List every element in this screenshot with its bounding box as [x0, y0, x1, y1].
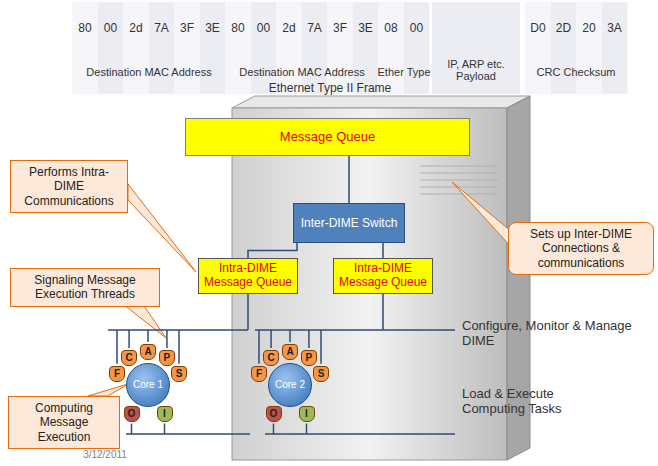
table-shading: [72, 2, 627, 94]
node-text: C: [267, 353, 274, 363]
table-cell: 3F: [333, 21, 347, 35]
node-text: A: [286, 347, 293, 357]
node-text: F: [256, 369, 262, 379]
petal-tab: P: [159, 350, 175, 366]
switch-box: Inter-DIME Switch: [293, 203, 405, 243]
node-text: Signaling Message Execution Threads: [17, 273, 153, 302]
petal-tab: I: [157, 406, 173, 422]
note-label: CRC Checksum: [537, 66, 616, 78]
node-text: Intra-DIME Message Queue: [203, 262, 293, 290]
connector: [382, 243, 384, 258]
callout-box: Computing Message Execution: [8, 396, 120, 449]
node-text: S: [318, 369, 325, 379]
bus-wire: [108, 294, 455, 434]
node-text: C: [125, 353, 132, 363]
table-cell: 3F: [180, 21, 194, 35]
table-cell: 08: [384, 21, 397, 35]
table-cell: 3A: [607, 21, 622, 35]
node-text: O: [128, 409, 136, 419]
node-text: P: [164, 353, 171, 363]
note-label: Ether Type: [378, 66, 431, 78]
table-cell: 2D: [556, 21, 571, 35]
node-text: O: [270, 409, 278, 419]
table-cell: 7A: [154, 21, 169, 35]
callout-box: Signaling Message Execution Threads: [10, 268, 160, 307]
node-text: F: [114, 369, 120, 379]
petal-tab: A: [282, 344, 298, 360]
date-stamp: 3/12/2011: [83, 449, 127, 460]
table-cell: 80: [231, 21, 244, 35]
core-circle: Core 1: [126, 363, 170, 407]
node-text: S: [176, 369, 183, 379]
node-text: Intra-DIME Message Queue: [338, 262, 428, 290]
petal-tab: F: [109, 366, 125, 382]
petal-tab: A: [140, 344, 156, 360]
table-cell: D0: [530, 21, 545, 35]
node-text: A: [144, 347, 151, 357]
node-text: Inter-DIME Switch: [301, 216, 398, 230]
note-label: Configure, Monitor & Manage DIME: [462, 318, 642, 348]
note-label: Ethernet Type II Frame: [269, 81, 392, 95]
table-cell: IP, ARP etc. Payload: [436, 58, 516, 82]
node-text: Core 2: [275, 379, 305, 391]
queue-box: Intra-DIME Message Queue: [198, 258, 298, 294]
table-cell: 2d: [282, 21, 295, 35]
node-text: Sets up Inter-DIME Connections & communi…: [515, 227, 647, 270]
note-label: Destination MAC Address: [86, 66, 211, 78]
table-cell: 00: [104, 21, 117, 35]
node-text: I: [305, 409, 308, 419]
core-circle: Core 2: [268, 363, 312, 407]
note-label: Destination MAC Address: [239, 66, 364, 78]
petal-tab: O: [266, 406, 282, 422]
node-text: P: [306, 353, 313, 363]
note-label: Load & Execute Computing Tasks: [462, 386, 592, 416]
connector: [248, 243, 297, 258]
node-text: Core 1: [133, 379, 163, 391]
callout-box: Performs Intra-DIME Communications: [10, 160, 128, 213]
node-text: Message Queue: [280, 129, 375, 145]
node-text: Performs Intra-DIME Communications: [17, 165, 121, 208]
table-cell: 00: [257, 21, 270, 35]
petal-tab: C: [121, 350, 137, 366]
petal-tab: I: [299, 406, 315, 422]
petal-tab: F: [251, 366, 267, 382]
queue-box: Message Queue: [185, 118, 470, 156]
node-text: Computing Message Execution: [15, 401, 113, 444]
table-cell: 00: [410, 21, 423, 35]
table-cell: 7A: [307, 21, 322, 35]
table-cell: 3E: [358, 21, 373, 35]
petal-tab: S: [313, 366, 329, 382]
petal-tab: P: [301, 350, 317, 366]
table-cell: 2d: [129, 21, 142, 35]
table-cell: 20: [582, 21, 595, 35]
connector: [348, 156, 350, 203]
node-text: I: [163, 409, 166, 419]
petal-tab: S: [171, 366, 187, 382]
table-cell: 3E: [205, 21, 220, 35]
petal-tab: C: [263, 350, 279, 366]
table-cell: 80: [78, 21, 91, 35]
queue-box: Intra-DIME Message Queue: [333, 258, 433, 294]
petal-tab: O: [124, 406, 140, 422]
callout-box: Sets up Inter-DIME Connections & communi…: [508, 222, 654, 275]
